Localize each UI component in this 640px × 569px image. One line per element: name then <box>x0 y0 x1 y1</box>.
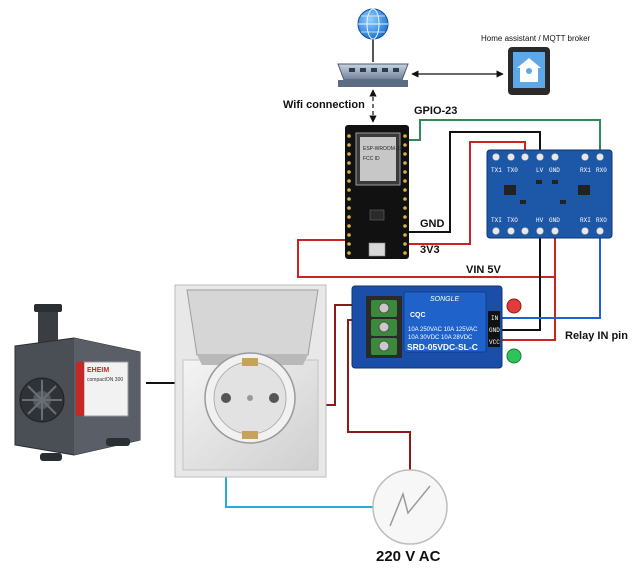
relay-pin: VCC <box>489 339 500 346</box>
wire-3v3 <box>409 141 526 245</box>
relay-spec-1: 10A 250VAC 10A 125VAC <box>408 327 478 333</box>
water-pump: EHEIM compactON 300 <box>14 304 141 461</box>
ac-source-icon <box>372 469 448 545</box>
relay-module: SONGLE CQC 10A 250VAC 10A 125VAC 10A 30V… <box>351 285 522 369</box>
wire-relay-gnd <box>500 230 541 331</box>
wire-mains-socket <box>325 304 367 406</box>
v3-label: 3V3 <box>420 244 440 256</box>
wire-mains-neutral <box>225 470 373 508</box>
relay-spec-2: 10A 30VDC 10A 28VDC <box>408 335 473 341</box>
gnd-label: GND <box>420 218 445 230</box>
relay-model: SRD-05VDC-SL-C <box>407 342 478 352</box>
wire-gpio <box>409 119 601 154</box>
ls-bottom-pin: HV <box>536 217 544 224</box>
pump-brand: EHEIM <box>87 367 109 374</box>
esp32-board: ESP-WROOM-32 FCC ID <box>345 125 409 259</box>
relay-pin: GND <box>489 327 500 334</box>
wire-vin <box>297 230 556 278</box>
ls-top-pin: LV <box>536 167 544 174</box>
svg-text:CQC: CQC <box>410 312 426 319</box>
ls-bottom-pin: RXI <box>580 217 591 224</box>
ls-bottom-pin: TXI <box>491 217 502 224</box>
ls-bottom-pin: GND <box>549 217 560 224</box>
svg-text:ESP-WROOM-32: ESP-WROOM-32 <box>363 146 402 152</box>
globe-icon <box>357 8 389 62</box>
ls-top-pin: GND <box>549 167 560 174</box>
broker-label: Home assistant / MQTT broker <box>481 34 591 43</box>
mains-label: 220 V AC <box>376 548 441 565</box>
vin-label: VIN 5V <box>466 264 502 276</box>
gpio-label: GPIO-23 <box>414 105 457 117</box>
wire-relay-vcc <box>500 277 556 341</box>
ls-bottom-pin: TXO <box>507 217 518 224</box>
wifi-label: Wifi connection <box>283 99 365 111</box>
ls-top-pin: RX1 <box>580 167 591 174</box>
ls-bottom-pin: RXO <box>596 217 607 224</box>
ls-top-pin: RX0 <box>596 167 607 174</box>
wires <box>146 119 601 508</box>
ls-top-pin: TX1 <box>491 167 502 174</box>
ls-top-pin: TX0 <box>507 167 518 174</box>
tablet-icon <box>508 47 550 95</box>
relay-in-label: Relay IN pin <box>565 330 628 342</box>
svg-text:FCC ID: FCC ID <box>363 156 380 162</box>
wire-relay-in <box>500 230 601 319</box>
router-icon <box>337 63 409 87</box>
relay-brand: SONGLE <box>430 296 460 303</box>
pump-model: compactON 300 <box>87 377 123 383</box>
power-socket <box>174 284 327 478</box>
relay-pin: IN <box>491 315 499 322</box>
level-shifter: TX1 TX0 LV GND RX1 RX0 TXI TXO HV GND RX… <box>486 149 613 239</box>
wire-gnd <box>409 131 541 233</box>
